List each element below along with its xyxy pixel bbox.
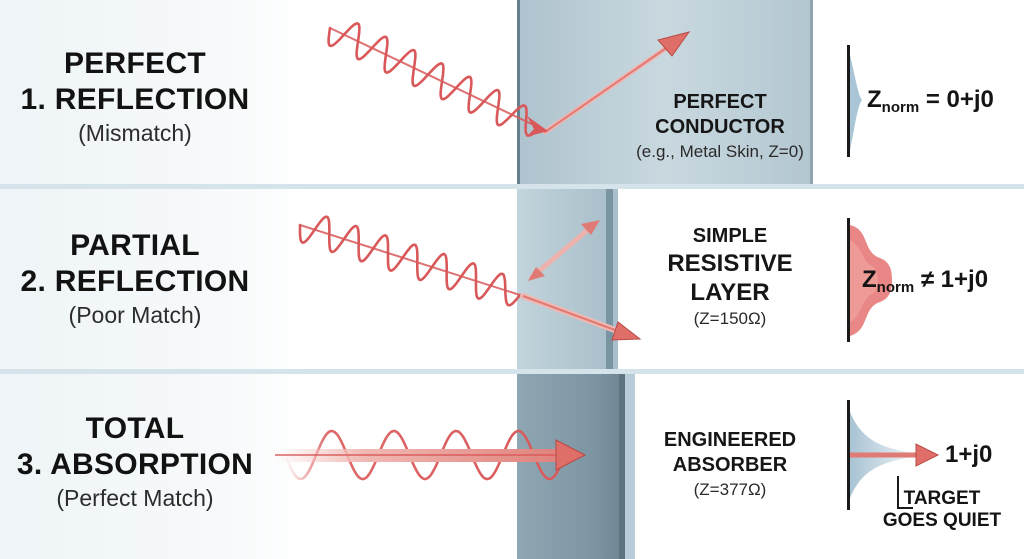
row1-material-line1: PERFECT bbox=[673, 91, 767, 113]
row3-material-line2: ABSORBER bbox=[672, 454, 788, 476]
row1-material: PERFECT CONDUCTOR (e.g., Metal Skin, Z=0… bbox=[570, 90, 870, 164]
impedance-marker-row3 bbox=[847, 400, 940, 510]
row1-subtitle: (Mismatch) bbox=[78, 120, 192, 146]
row1-material-detail: (e.g., Metal Skin, Z=0) bbox=[636, 142, 804, 161]
row2-title-line1: PARTIAL bbox=[70, 229, 200, 262]
target-note-line2: GOES QUIET bbox=[882, 510, 1002, 531]
reflected-arrow-row1 bbox=[542, 31, 691, 135]
row3-subtitle: (Perfect Match) bbox=[56, 485, 214, 511]
reflected-arrow-row2 bbox=[528, 220, 600, 281]
impedance-relation: = 0+j0 bbox=[925, 86, 994, 113]
incident-arrowhead-row1 bbox=[526, 116, 548, 137]
impedance-symbol: Z bbox=[862, 266, 877, 293]
wave-path bbox=[283, 429, 567, 481]
row2-impedance: Znorm ≠ 1+j0 bbox=[862, 266, 988, 296]
row-separator bbox=[0, 369, 1024, 374]
impedance-symbol: Z bbox=[867, 86, 882, 113]
impedance-relation: ≠ 1+j0 bbox=[920, 266, 989, 293]
row3-title-line1: TOTAL bbox=[85, 412, 185, 445]
row1-label: PERFECT 1. REFLECTION (Mismatch) bbox=[0, 46, 270, 148]
row3-label: TOTAL 3. ABSORPTION (Perfect Match) bbox=[0, 411, 270, 513]
row1-title-line1: PERFECT bbox=[63, 47, 207, 80]
impedance-subscript: norm bbox=[876, 279, 915, 296]
row2-title-line2: 2. REFLECTION bbox=[20, 265, 250, 298]
row-separator bbox=[0, 184, 1024, 189]
row1-material-line2: CONDUCTOR bbox=[655, 116, 785, 138]
row2-material: SIMPLE RESISTIVE LAYER (Z=150Ω) bbox=[620, 224, 840, 331]
row2-material-line3: LAYER bbox=[690, 279, 770, 306]
incident-wave-row2 bbox=[298, 215, 522, 307]
incident-wave-row1 bbox=[327, 22, 542, 137]
row3-material-detail: (Z=377Ω) bbox=[693, 480, 767, 499]
row2-material-line2: RESISTIVE bbox=[667, 250, 793, 277]
target-note-line1: TARGET bbox=[903, 488, 981, 509]
row1-title-line2: 1. REFLECTION bbox=[20, 83, 250, 116]
wave-axis bbox=[329, 27, 541, 129]
resistive-layer-panel bbox=[517, 189, 618, 369]
absorbed-arrow-row3 bbox=[275, 439, 587, 471]
wave-path bbox=[327, 22, 542, 137]
transmitted-arrow-row2 bbox=[520, 293, 642, 341]
wave-path bbox=[298, 215, 522, 307]
row3-title-line2: 3. ABSORPTION bbox=[16, 448, 254, 481]
wave-axis bbox=[299, 224, 521, 296]
row2-material-line1: SIMPLE bbox=[692, 225, 768, 247]
impedance-marker-row2 bbox=[847, 218, 892, 342]
row2-subtitle: (Poor Match) bbox=[68, 302, 202, 328]
row3-material-line1: ENGINEERED bbox=[663, 429, 797, 451]
row2-material-detail: (Z=150Ω) bbox=[693, 309, 767, 328]
row3-impedance: 1+j0 bbox=[945, 441, 993, 468]
perfect-conductor-panel bbox=[517, 0, 813, 184]
impedance-subscript: norm bbox=[881, 99, 920, 116]
impedance-marker-row1 bbox=[847, 45, 862, 157]
row1-impedance: Znorm = 0+j0 bbox=[867, 86, 994, 116]
target-note: TARGET GOES QUIET bbox=[862, 488, 1022, 532]
row2-label: PARTIAL 2. REFLECTION (Poor Match) bbox=[0, 228, 270, 330]
absorber-panel bbox=[517, 374, 635, 559]
row3-material: ENGINEERED ABSORBER (Z=377Ω) bbox=[640, 428, 820, 502]
